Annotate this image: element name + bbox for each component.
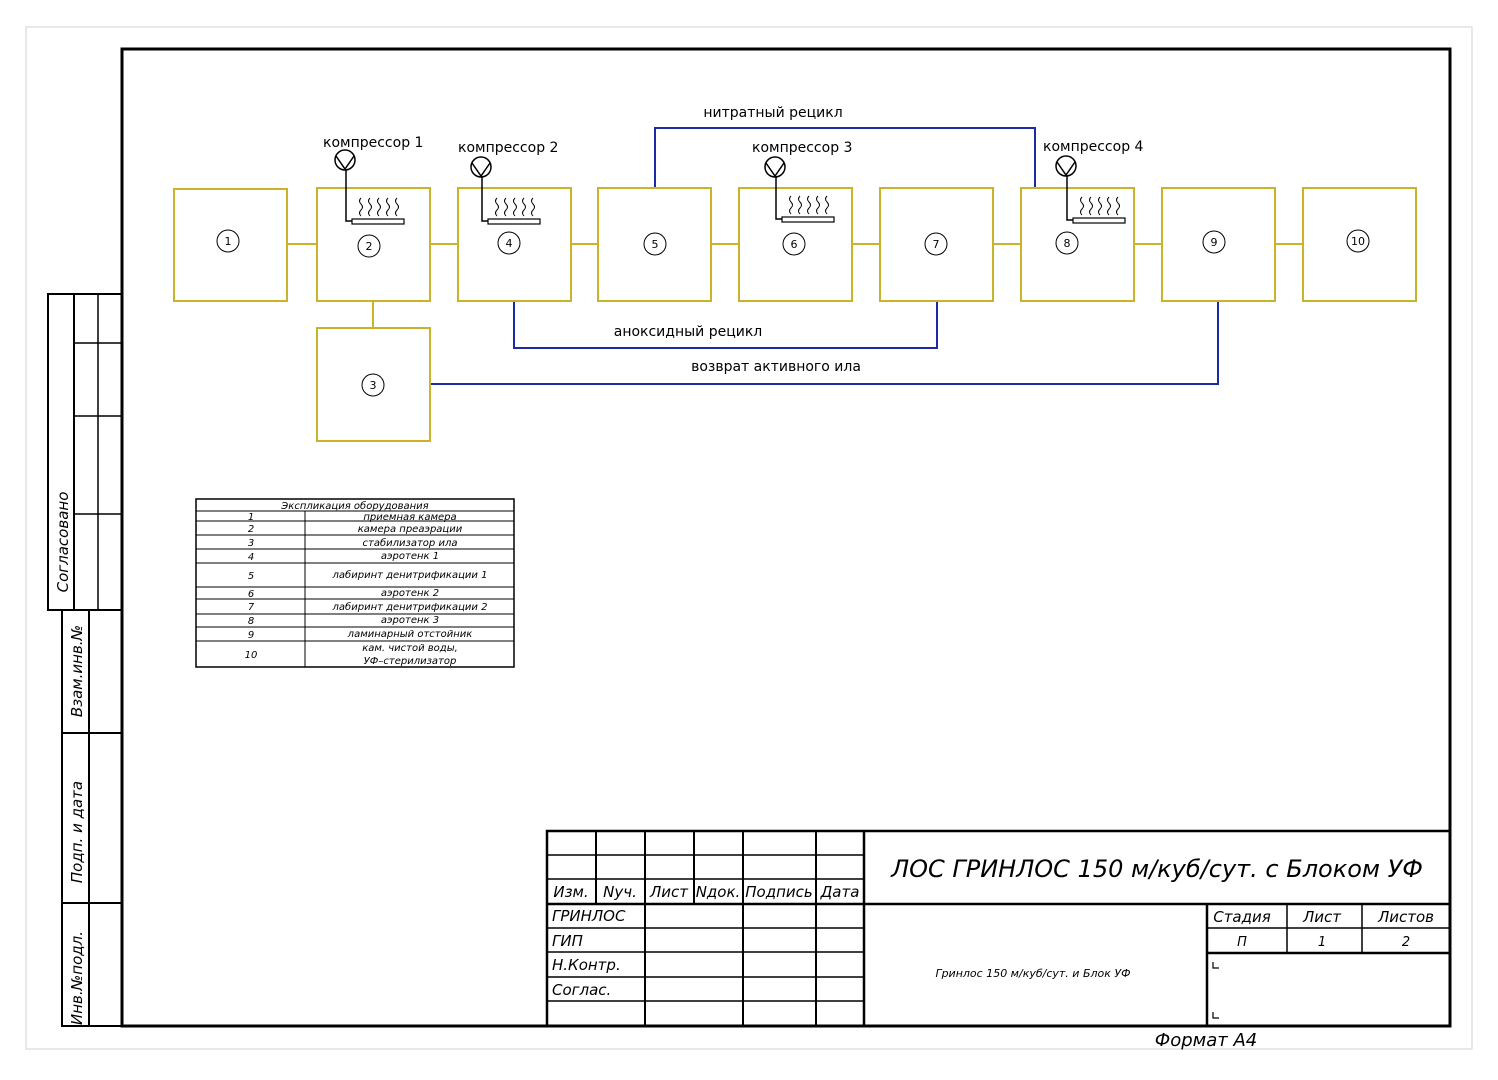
explication-name: кам. чистой воды, <box>362 643 458 654</box>
unit-3: 3 <box>316 327 431 442</box>
sheets-value: 2 <box>1402 935 1410 950</box>
compressor-3: компрессор 3 <box>752 140 852 223</box>
unit-8-label: 8 <box>1064 237 1071 250</box>
compressor-2-label: компрессор 2 <box>458 140 558 156</box>
header-nuch: Nуч. <box>603 883 637 901</box>
explication-num: 9 <box>248 630 254 641</box>
format-label: Формат А4 <box>1155 1030 1258 1051</box>
compressor-4-label: компрессор 4 <box>1043 139 1144 155</box>
title-block: Изм. Nуч. Лист Nдок. Подпись Дата ГРИНЛО… <box>545 829 1452 1051</box>
unit-2: 2 <box>316 187 431 302</box>
explication-name: аэротенк 1 <box>381 551 439 562</box>
explication-name: лабиринт денитрификации 2 <box>332 601 488 613</box>
explication-num: 4 <box>248 552 254 563</box>
explication-num: 10 <box>245 650 258 661</box>
unit-7: 7 <box>879 187 994 302</box>
compressor-3-label: компрессор 3 <box>752 140 852 156</box>
header-izm: Изм. <box>553 883 588 901</box>
process-units: 1 2 3 4 5 6 7 8 9 10 <box>173 187 1417 442</box>
unit-5-label: 5 <box>652 238 659 251</box>
role-gip: ГИП <box>552 932 583 950</box>
explication-name-line2: УФ–стерилизатор <box>364 656 457 667</box>
anoxic-recycle-label: аноксидный рецикл <box>614 324 763 340</box>
explication-name: лабиринт денитрификации 1 <box>332 569 488 581</box>
unit-6-label: 6 <box>791 238 798 251</box>
explication-title: Экспликация оборудования <box>280 500 428 512</box>
sheet-outer-border <box>25 26 1473 1050</box>
unit-6: 6 <box>738 187 853 302</box>
explication-name: аэротенк 2 <box>381 588 439 599</box>
unit-1: 1 <box>173 188 288 302</box>
unit-10: 10 <box>1302 187 1417 302</box>
unit-7-label: 7 <box>933 238 940 251</box>
explication-name: ламинарный отстойник <box>347 629 473 640</box>
aerator-2-icon <box>487 218 541 225</box>
sheet-value: 1 <box>1318 935 1326 950</box>
explication-num: 6 <box>248 589 254 600</box>
stage-value: П <box>1237 935 1247 950</box>
unit-3-label: 3 <box>370 379 377 392</box>
role-soglas: Соглас. <box>552 981 611 999</box>
nitrate-recycle-label: нитратный рецикл <box>703 105 842 121</box>
explication-num: 5 <box>248 571 254 582</box>
explication-table: Экспликация оборудования 1 приемная каме… <box>195 498 515 668</box>
side-agreed-label: Согласовано <box>54 492 72 593</box>
sheets-label: Листов <box>1377 908 1434 926</box>
unit-2-label: 2 <box>366 240 373 253</box>
side-inv-replace-label: Взам.инв.№ <box>68 625 86 717</box>
side-inv-orig-label: Инв.№подл. <box>68 931 86 1025</box>
aerator-1-icon <box>351 218 405 225</box>
stage-label: Стадия <box>1213 908 1271 926</box>
header-ndok: Nдок. <box>696 883 741 901</box>
role-nkontr: Н.Контр. <box>552 956 621 974</box>
unit-4-label: 4 <box>506 237 513 250</box>
compressor-1: компрессор 1 <box>323 135 423 225</box>
explication-num: 2 <box>248 524 254 535</box>
role-grinlos: ГРИНЛОС <box>552 907 626 925</box>
explication-num: 1 <box>248 512 254 523</box>
compressor-1-label: компрессор 1 <box>323 135 423 151</box>
compressor-4: компрессор 4 <box>1043 139 1144 224</box>
unit-10-label: 10 <box>1351 235 1365 248</box>
process-connections <box>287 243 1303 328</box>
explication-name: приемная камера <box>363 512 456 523</box>
header-data: Дата <box>820 883 860 901</box>
unit-8: 8 <box>1020 187 1135 302</box>
explication-num: 7 <box>248 602 255 613</box>
aerator-4-icon <box>1072 217 1126 224</box>
explication-name: стабилизатор ила <box>363 537 458 549</box>
unit-4: 4 <box>457 187 572 302</box>
unit-9-label: 9 <box>1211 236 1218 249</box>
compressor-2: компрессор 2 <box>458 140 558 225</box>
nitrate-recycle-line <box>654 127 1036 188</box>
explication-num: 8 <box>248 616 254 627</box>
explication-name: аэротенк 3 <box>381 615 439 626</box>
main-title: ЛОС ГРИНЛОС 150 м/куб/сут. с Блоком УФ <box>890 855 1423 883</box>
sludge-return-label: возврат активного ила <box>691 359 861 375</box>
side-stamp: Согласовано Взам.инв.№ Подп. и дата Инв.… <box>47 293 123 1027</box>
unit-9: 9 <box>1161 187 1276 302</box>
side-sign-date-label: Подп. и дата <box>68 781 86 883</box>
header-list: Лист <box>649 883 689 901</box>
sludge-return-line <box>430 301 1219 385</box>
anoxic-recycle-line <box>513 301 938 349</box>
subtitle: Гринлос 150 м/куб/сут. и Блок УФ <box>935 967 1130 980</box>
recycle-lines <box>430 127 1219 385</box>
explication-name: камера преаэрации <box>358 524 463 535</box>
unit-1-label: 1 <box>225 235 232 248</box>
aerator-3-icon <box>781 216 835 223</box>
explication-num: 3 <box>248 538 254 549</box>
sheet-label: Лист <box>1302 908 1342 926</box>
header-podpis: Подпись <box>745 883 812 901</box>
unit-5: 5 <box>597 187 712 302</box>
